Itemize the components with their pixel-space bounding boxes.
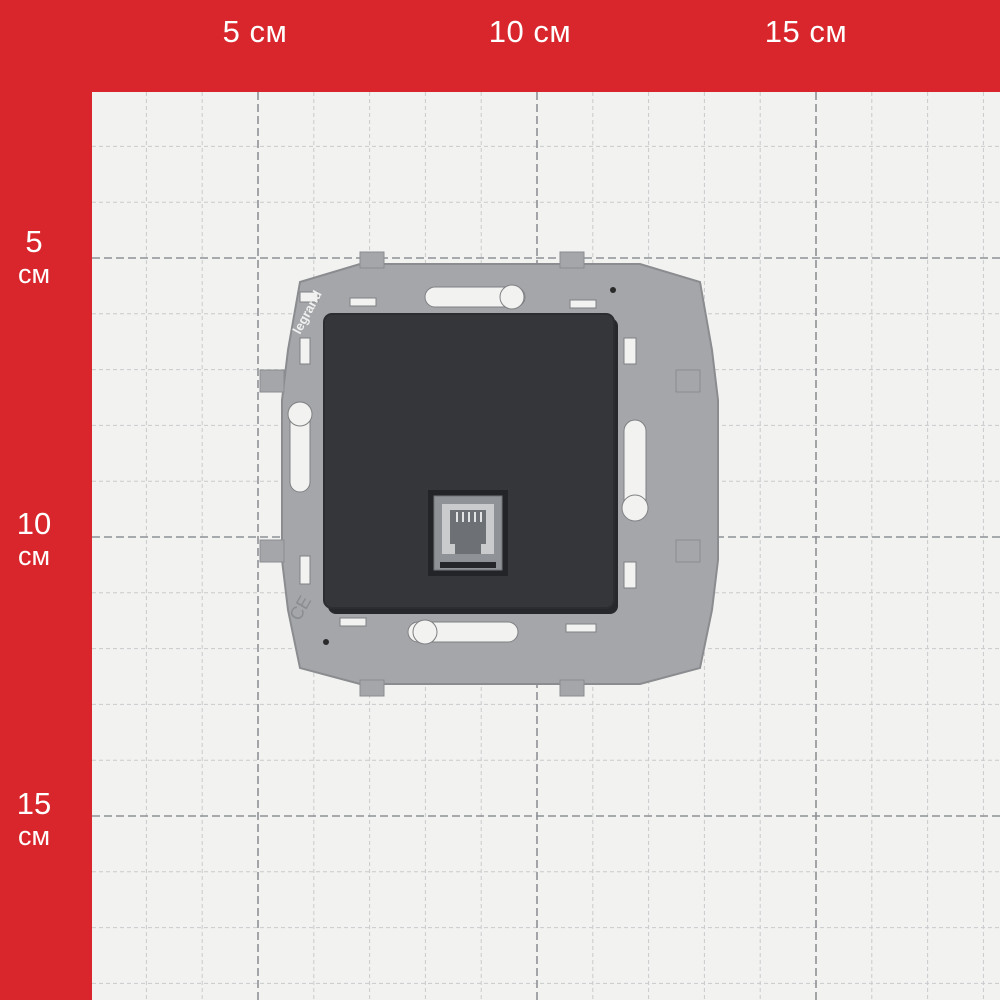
ruler-left: 5 см 10 см 15 см — [0, 0, 92, 1000]
frame-dot — [323, 639, 329, 645]
frame-cutout — [299, 555, 311, 585]
rj11-port — [428, 490, 508, 576]
ruler-top-label-10: 10 см — [488, 14, 572, 49]
frame-cutout — [569, 299, 597, 309]
frame-tab — [359, 251, 385, 269]
faceplate — [323, 313, 618, 614]
screw-hole-top — [499, 284, 525, 310]
frame-cutout — [349, 297, 377, 307]
ruler-left-label-15: 15 см — [16, 786, 52, 852]
frame-cutout — [299, 337, 311, 365]
screw-slot-top — [424, 286, 526, 308]
frame-tab — [675, 369, 701, 393]
frame-cutout — [623, 561, 637, 589]
ruler-top: 5 см 10 см 15 см — [0, 0, 1000, 92]
ruler-top-label-5: 5 см — [222, 14, 288, 49]
frame-cutout — [299, 291, 319, 303]
ruler-left-label-10: 10 см — [16, 506, 52, 572]
grid-lines — [92, 92, 1000, 1000]
frame-cutout — [565, 623, 597, 633]
grid-paper — [92, 92, 1000, 1000]
frame-tab — [359, 679, 385, 697]
frame-tab — [559, 251, 585, 269]
frame-tab — [559, 679, 585, 697]
frame-dot — [610, 287, 616, 293]
frame-cutout — [339, 617, 367, 627]
ruler-top-label-15: 15 см — [764, 14, 848, 49]
screw-hole-right — [621, 494, 649, 522]
frame-tab — [259, 369, 285, 393]
screw-hole-bottom — [412, 619, 438, 645]
frame-cutout — [623, 337, 637, 365]
frame-tab — [675, 539, 701, 563]
frame-tab — [259, 539, 285, 563]
screw-hole-left — [287, 401, 313, 427]
ruler-left-label-5: 5 см — [17, 224, 51, 290]
faceplate-surface — [324, 314, 614, 608]
